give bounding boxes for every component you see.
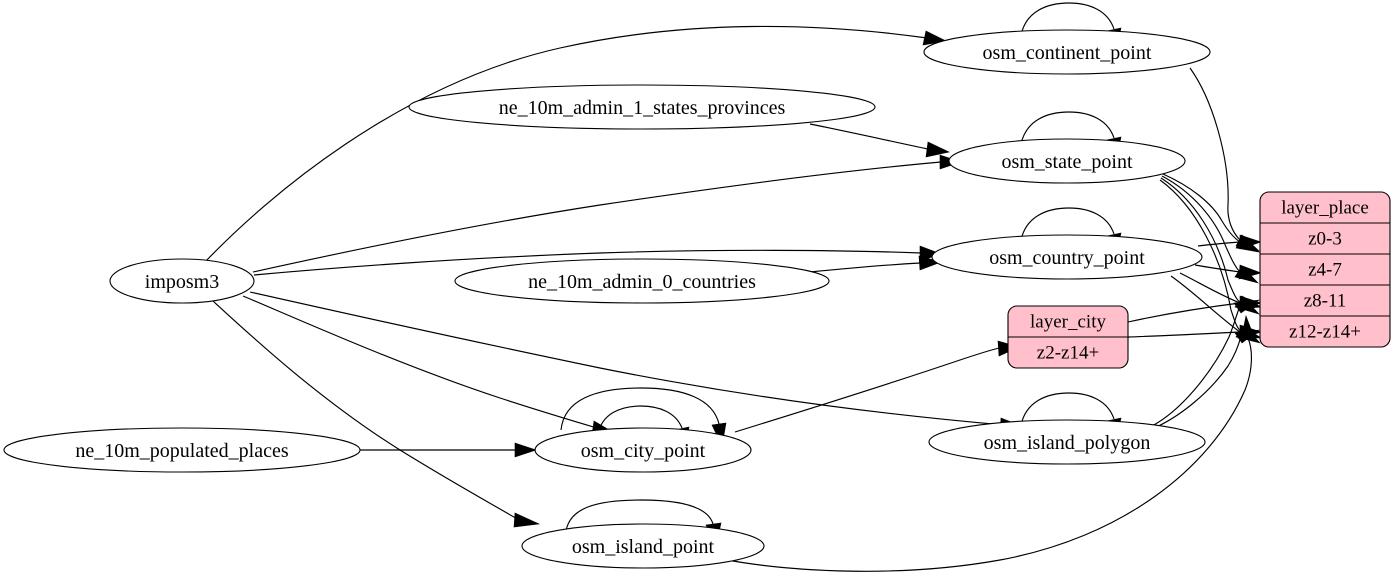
node-layer: imposm3 ne_10m_admin_1_states_provinces … — [3, 29, 1211, 569]
edge-osm-island-polygon-to-layer-place-z12-z14 — [1151, 329, 1261, 430]
edge-osm-island-point-to-layer-place-z12-z14 — [721, 314, 1255, 572]
node-osm-city-point[interactable]: osm_city_point — [534, 427, 752, 473]
record-row-layer-place-z8-11[interactable]: z8-11 — [1304, 291, 1347, 312]
node-ne-10m-admin-0-countries[interactable]: ne_10m_admin_0_countries — [454, 258, 830, 304]
record-node-layer: layer_city z2-z14+ layer_place z0-3 z4-7… — [1007, 191, 1391, 369]
record-row-layer-place-header: layer_place — [1281, 198, 1369, 219]
record-node-layer-city[interactable]: layer_city z2-z14+ — [1007, 305, 1129, 369]
record-node-layer-place[interactable]: layer_place z0-3 z4-7 z8-11 z12-z14+ — [1259, 191, 1391, 348]
node-osm-island-point[interactable]: osm_island_point — [521, 523, 765, 569]
node-osm-island-point-label: osm_island_point — [572, 536, 715, 558]
record-row-layer-place-z4-7[interactable]: z4-7 — [1308, 260, 1342, 281]
node-osm-city-point-label: osm_city_point — [581, 440, 706, 462]
edge-imposm3-to-osm-island-point — [212, 300, 541, 528]
edge-imposm3-to-osm-continent-point — [204, 25, 947, 263]
record-row-layer-place-z12-z14[interactable]: z12-z14+ — [1289, 322, 1361, 343]
edge-osm-country-point-to-layer-place-z0-3 — [1197, 234, 1262, 250]
edge-imposm3-to-osm-city-point — [242, 295, 618, 436]
record-row-layer-city-z2-z14[interactable]: z2-z14+ — [1037, 343, 1099, 364]
edge-ne-admin0-to-osm-country-point — [809, 255, 942, 273]
node-osm-island-polygon-label: osm_island_polygon — [984, 432, 1151, 454]
node-imposm3-label: imposm3 — [145, 271, 219, 293]
edge-osm-city-point-to-layer-city-z2-z14 — [734, 340, 1020, 433]
node-osm-island-polygon[interactable]: osm_island_polygon — [928, 419, 1206, 465]
node-ne-10m-populated-places[interactable]: ne_10m_populated_places — [3, 427, 361, 473]
edge-ne-admin1-to-osm-state-point — [809, 123, 950, 158]
node-osm-country-point-label: osm_country_point — [989, 247, 1145, 269]
edge-imposm3-to-osm-state-point — [252, 154, 962, 273]
edge-osm-country-point-to-layer-place-z4-7 — [1194, 264, 1262, 280]
node-osm-continent-point[interactable]: osm_continent_point — [923, 29, 1211, 75]
node-ne-10m-populated-places-label: ne_10m_populated_places — [75, 440, 288, 462]
node-osm-continent-point-label: osm_continent_point — [983, 42, 1152, 64]
edge-osm-island-polygon-to-layer-place-z8-11 — [1149, 299, 1261, 428]
node-ne-10m-admin-1-states-provinces[interactable]: ne_10m_admin_1_states_provinces — [408, 84, 876, 130]
edge-osm-continent-point-to-layer-place-z0-3 — [1189, 67, 1260, 252]
node-osm-state-point-label: osm_state_point — [1001, 151, 1133, 173]
edge-ne-populated-places-to-osm-city-point — [360, 442, 537, 458]
node-ne-10m-admin-1-states-provinces-label: ne_10m_admin_1_states_provinces — [499, 97, 786, 119]
record-row-layer-city-header: layer_city — [1030, 312, 1106, 333]
node-ne-10m-admin-0-countries-label: ne_10m_admin_0_countries — [528, 271, 756, 293]
edge-imposm3-to-osm-country-point — [253, 245, 942, 276]
record-row-layer-place-z0-3[interactable]: z0-3 — [1308, 229, 1342, 250]
node-osm-country-point[interactable]: osm_country_point — [931, 234, 1203, 280]
node-imposm3[interactable]: imposm3 — [109, 258, 255, 304]
edge-imposm3-to-osm-island-polygon — [249, 291, 1025, 434]
node-osm-state-point[interactable]: osm_state_point — [948, 138, 1186, 184]
